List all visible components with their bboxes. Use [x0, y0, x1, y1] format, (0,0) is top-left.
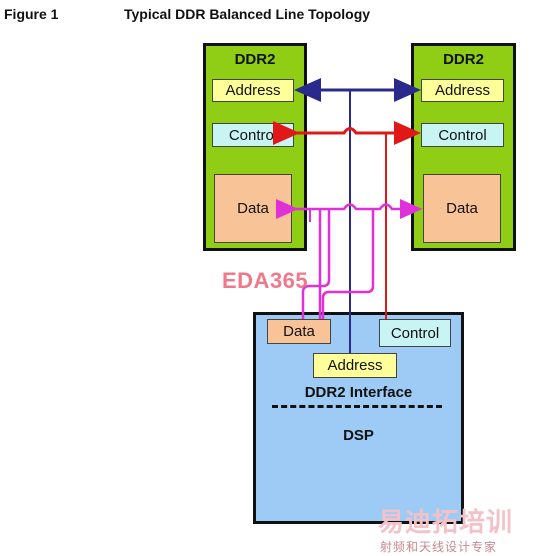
dsp-block [253, 312, 464, 524]
figure-title: Typical DDR Balanced Line Topology [124, 6, 371, 22]
dsp-data-box: Data [267, 319, 331, 344]
dsp-divider-dashed [272, 405, 442, 408]
ddr2-chip-left-title: DDR2 [234, 51, 276, 68]
ddr2-right-control-box: Control [421, 123, 504, 147]
dsp-address-box: Address [313, 353, 397, 378]
figure-label: Figure 1 [4, 6, 59, 22]
ddr2-left-data-box: Data [214, 174, 292, 243]
dsp-control-box: Control [379, 319, 451, 347]
data-line-right-drop [321, 209, 375, 319]
ddr2-chip-right-title: DDR2 [443, 51, 484, 68]
ddr2-right-data-box: Data [423, 174, 501, 243]
dsp-name: DSP [343, 427, 374, 444]
brand-watermark: 易迪拓培训 [378, 507, 514, 537]
brand-sub-watermark: 射频和天线设计专家 [380, 540, 498, 554]
dsp-interface-label: DDR2 Interface [304, 384, 413, 401]
ddr2-right-address-box: Address [421, 79, 504, 102]
data-line-horizontal [276, 199, 423, 219]
eda365-watermark: EDA365 [222, 268, 309, 293]
ddr2-left-address-box: Address [212, 79, 294, 102]
data-line-left-drop-2 [301, 209, 331, 319]
control-line-horizontal [273, 121, 421, 145]
